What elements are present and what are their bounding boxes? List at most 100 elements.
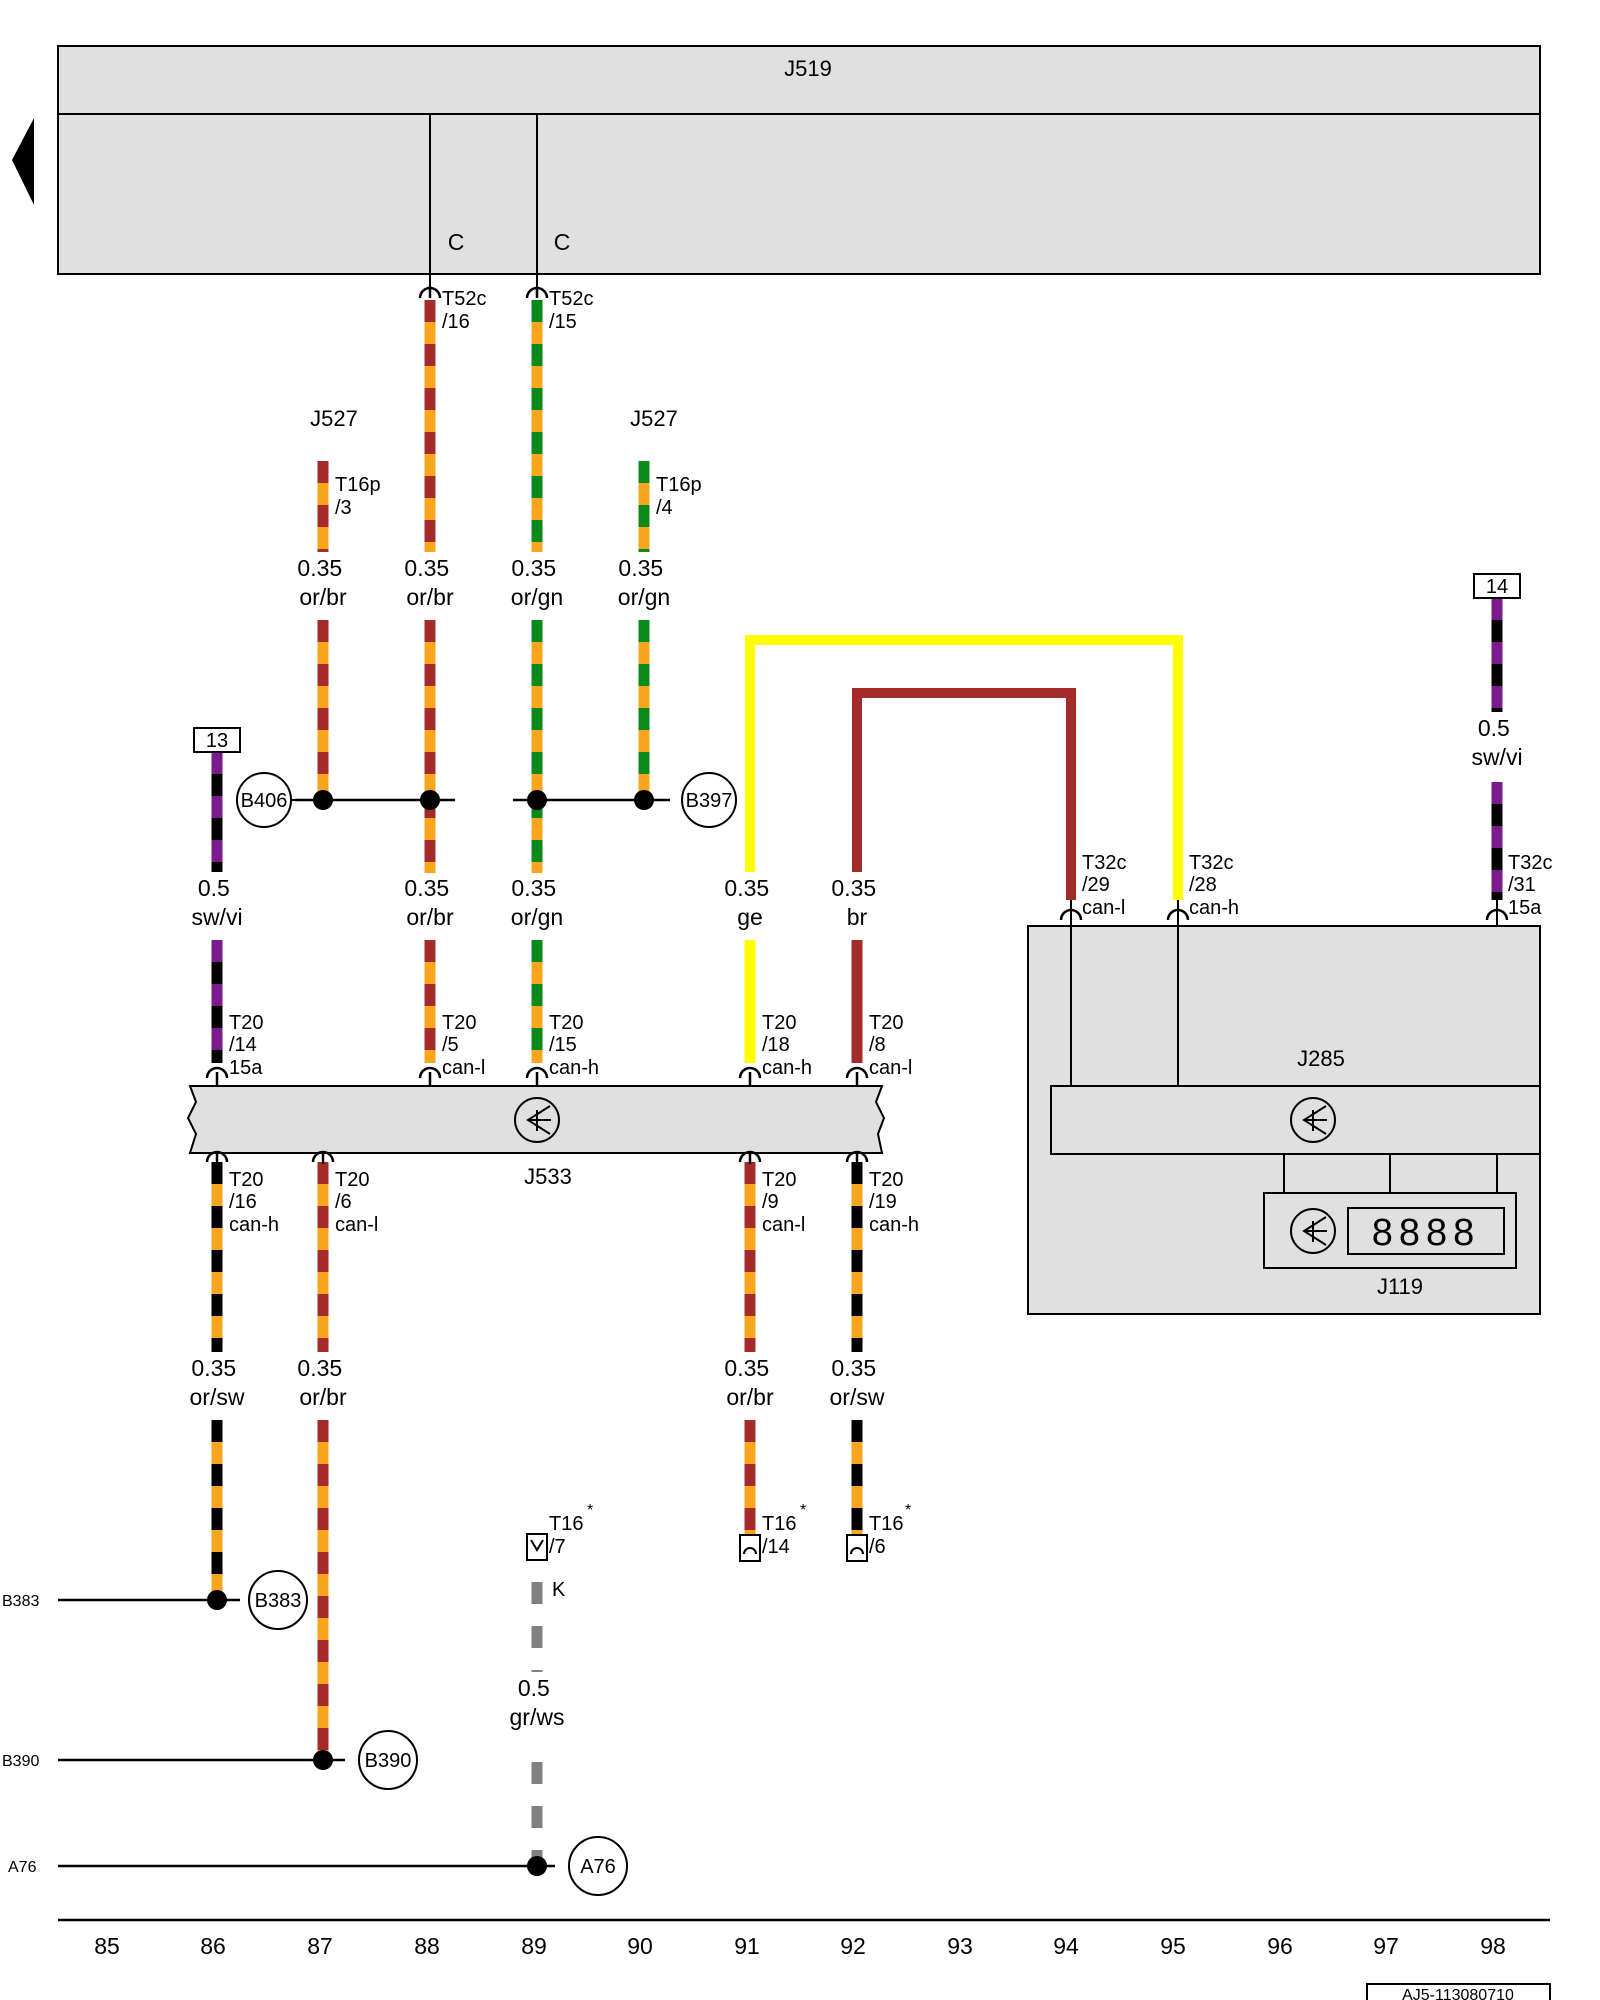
svg-text:B383: B383 [255,1590,302,1612]
svg-text:14: 14 [1486,576,1508,598]
k-label: K [552,1579,566,1601]
connector-t52c-16: T52c /16 [442,288,492,333]
connector-t20-9: T20 /9 can-l [762,1169,805,1236]
terminal-t20-18-icon [738,1066,762,1079]
connector-t32c-28: T32c /28 can-h [1189,852,1239,919]
column-number: 91 [734,1933,760,1959]
connector-t20-15: T20 /15 can-h [549,1012,599,1079]
column-number: 95 [1160,1933,1186,1959]
wires [211,300,1503,1865]
connector-t16-14-star: * [800,1502,806,1519]
column-number: 96 [1267,1933,1293,1959]
wire-label-88-mid: 0.35 or/br [404,875,455,930]
connector-t16-7: T16 /7 [549,1513,589,1558]
junction-b397[interactable]: B397 [681,772,737,828]
wire-label-91-mid: 0.35 ge [724,875,775,930]
c-label-88: C [448,229,465,255]
connector-labels: T52c /16 T52c /15 T16p /3 T16p /4 T32c /… [229,288,1558,1558]
terminal-stems [215,286,859,1164]
wire-label-86-mid: 0.5 sw/vi [191,875,242,930]
column-number: 94 [1053,1933,1079,1959]
terminal-t20-5-icon [418,1066,442,1079]
terminal-t32c-28-icon [1166,908,1190,921]
c-label-89: C [554,229,571,255]
terminal-t20-15-icon [525,1066,549,1079]
j519-unit: J519 C C [57,45,1541,286]
terminal-hooks [205,286,1509,1163]
reference-box-14[interactable]: 14 [1473,573,1521,599]
connector-t20-16: T20 /16 can-h [229,1169,279,1236]
plug-t16-6-icon [846,1534,868,1562]
terminal-t20-6-icon [311,1150,335,1163]
wire-label-86-low: 0.35 or/sw [190,1355,245,1410]
connector-t20-14: T20 /14 15a [229,1012,269,1079]
column-number: 87 [307,1933,333,1959]
wire-label-87-low: 0.35 or/br [297,1355,348,1410]
svg-text:B406: B406 [241,790,288,812]
doc-code-box: AJ5-113080710 [1366,1983,1551,2000]
display-digits: 8888 [1372,1212,1481,1254]
column-number: 86 [200,1933,226,1959]
terminal-t32c-31-icon [1485,908,1509,921]
connector-t20-18: T20 /18 can-h [762,1012,812,1079]
connector-t16-14: T16 /14 [762,1513,802,1558]
junction-b406[interactable]: B406 [236,772,295,828]
plug-t16-14-icon [739,1534,761,1562]
column-number: 97 [1373,1933,1399,1959]
junction-b390[interactable]: B390 [358,1730,418,1790]
doc-code: AJ5-113080710 [1402,1987,1514,2000]
terminal-t20-16-icon [205,1150,229,1163]
junction-dots [207,790,654,1876]
j527-left-label: J527 [310,406,358,431]
plug-t16-7-icon [526,1533,548,1561]
j527-right-label: J527 [630,406,678,431]
column-number: 85 [94,1933,120,1959]
connector-t32c-29: T32c /29 can-l [1082,852,1132,919]
column-number: 93 [947,1933,973,1959]
wire-label-89-top: 0.35 or/gn [511,555,563,610]
wire-label-89-mid: 0.35 or/gn [511,875,563,930]
column-number: 88 [414,1933,440,1959]
j533-processor-icon [514,1097,560,1143]
wire-label-92-low: 0.35 or/sw [830,1355,885,1410]
connector-t16-7-star: * [587,1502,593,1519]
side-label-b383: B383 [2,1593,39,1610]
display-window [1347,1207,1505,1255]
reference-box-13[interactable]: 13 [193,727,241,753]
junction-a76[interactable]: A76 [568,1836,628,1896]
wire-label-88-top: 0.35 or/br [404,555,455,610]
column-number: 90 [627,1933,653,1959]
column-number: 92 [840,1933,866,1959]
connector-t20-6: T20 /6 can-l [335,1169,378,1236]
column-number: 98 [1480,1933,1506,1959]
j285-processor-icon [1290,1097,1336,1143]
terminal-t32c-29-icon [1059,908,1083,921]
junction-b383[interactable]: B383 [248,1570,308,1630]
connector-t16-6: T16 /6 [869,1513,909,1558]
side-label-b390: B390 [2,1753,39,1770]
j519-label: J519 [784,56,832,81]
j533-unit: J533 [186,1085,886,1189]
j533-label: J533 [524,1164,572,1189]
connector-t20-5: T20 /5 can-l [442,1012,485,1079]
previous-page-arrow-icon[interactable] [12,118,34,205]
j285-label: J285 [1297,1046,1345,1071]
column-numbers: 85 86 87 88 89 90 91 92 93 94 95 96 97 9… [94,1933,1506,1959]
connector-t16p-4: T16p /4 [656,474,707,519]
terminal-t20-8-icon [845,1066,869,1079]
connector-t52c-15: T52c /15 [549,288,599,333]
j119-label: J119 [1377,1274,1423,1299]
connector-t20-19: T20 /19 can-h [869,1169,919,1236]
column-number: 89 [521,1933,547,1959]
svg-text:B390: B390 [365,1750,412,1772]
wire-labels: 0.35 or/br 0.35 or/br 0.35 or/gn 0.35 or… [190,555,1523,1730]
wire-label-87-top: 0.35 or/br [297,555,348,610]
wire-label-90-top: 0.35 or/gn [618,555,670,610]
connector-t32c-31: T32c /31 15a [1508,852,1558,919]
connector-t16-6-star: * [905,1502,911,1519]
side-label-a76: A76 [8,1859,37,1876]
connector-t20-8: T20 /8 can-l [869,1012,912,1079]
terminal-t20-9-icon [738,1150,762,1163]
wire-label-91-low: 0.35 or/br [724,1355,775,1410]
